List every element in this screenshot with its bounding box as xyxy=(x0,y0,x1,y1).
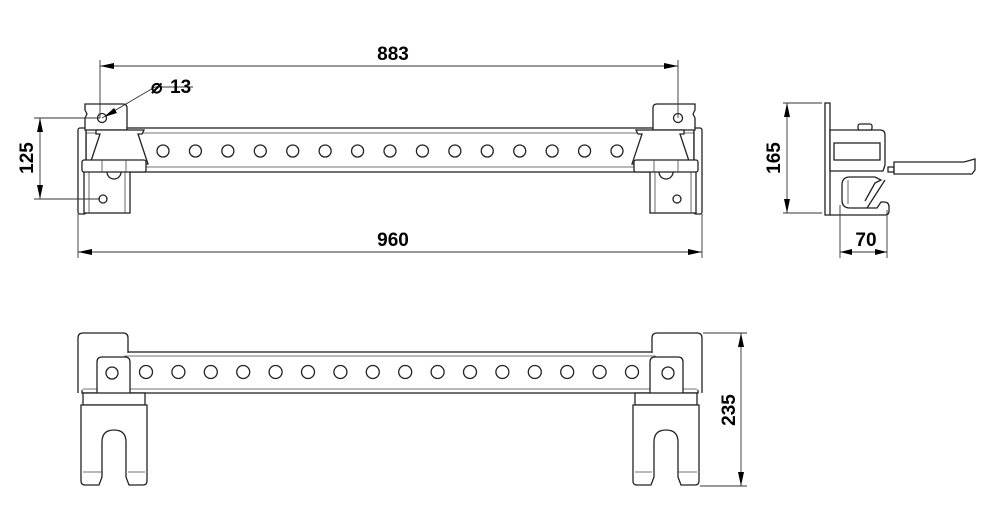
top-rail-bar xyxy=(85,127,695,173)
rail-hole xyxy=(560,364,575,380)
dimension-125: 125 xyxy=(17,117,100,200)
rail-hole xyxy=(448,144,462,158)
top-view: 883 ⌀ 13 125 960 xyxy=(17,44,703,258)
rail-hole xyxy=(188,144,203,158)
dimension-label-165: 165 xyxy=(764,142,785,174)
rail-hole xyxy=(513,144,527,158)
dimension-label-235: 235 xyxy=(719,394,740,426)
rail-hole xyxy=(171,364,186,380)
rail-hole xyxy=(415,144,430,158)
rail-hole xyxy=(527,364,542,380)
rail-hole xyxy=(545,144,559,158)
rail-hole xyxy=(480,144,494,158)
rail-hole xyxy=(365,364,380,380)
rail-hole xyxy=(577,144,592,158)
rail-hole xyxy=(156,144,170,158)
rail-hole xyxy=(300,364,316,380)
dimension-diameter-13: ⌀ 13 xyxy=(101,77,193,119)
side-view: 165 70 xyxy=(764,102,976,258)
rail-hole xyxy=(610,144,624,158)
dimension-label-125: 125 xyxy=(17,142,38,174)
handle xyxy=(893,158,976,175)
dimension-label-13: 13 xyxy=(170,77,191,98)
rail-hole xyxy=(592,364,607,380)
rail-hole xyxy=(138,364,154,380)
rail-hole xyxy=(350,144,365,158)
dimension-label-883: 883 xyxy=(377,44,409,65)
rail-hole xyxy=(624,364,640,380)
diameter-symbol: ⌀ xyxy=(151,77,163,98)
front-rail-holes xyxy=(138,364,640,380)
rail-hole xyxy=(383,144,397,158)
rail-hole xyxy=(398,364,413,380)
rail-hole xyxy=(236,364,251,380)
rail-hole xyxy=(203,364,218,380)
rail-hole xyxy=(286,144,300,158)
dimension-label-960: 960 xyxy=(377,230,409,251)
dimension-235: 235 xyxy=(700,332,747,487)
rail-hole xyxy=(430,364,445,380)
dimension-70: 70 xyxy=(839,205,888,258)
dimension-165: 165 xyxy=(764,102,822,214)
top-rail-holes xyxy=(156,144,624,158)
rail-hole xyxy=(268,364,283,380)
rail-hole xyxy=(221,144,235,158)
rail-hole xyxy=(495,364,510,380)
rail-hole xyxy=(333,364,348,380)
dimension-883: 883 xyxy=(99,44,679,118)
rail-hole xyxy=(318,144,332,158)
front-view: 235 xyxy=(77,332,747,487)
rail-hole xyxy=(462,364,478,380)
dimension-label-70: 70 xyxy=(855,230,876,251)
rail-hole xyxy=(253,144,267,158)
dimension-960: 960 xyxy=(77,214,703,258)
